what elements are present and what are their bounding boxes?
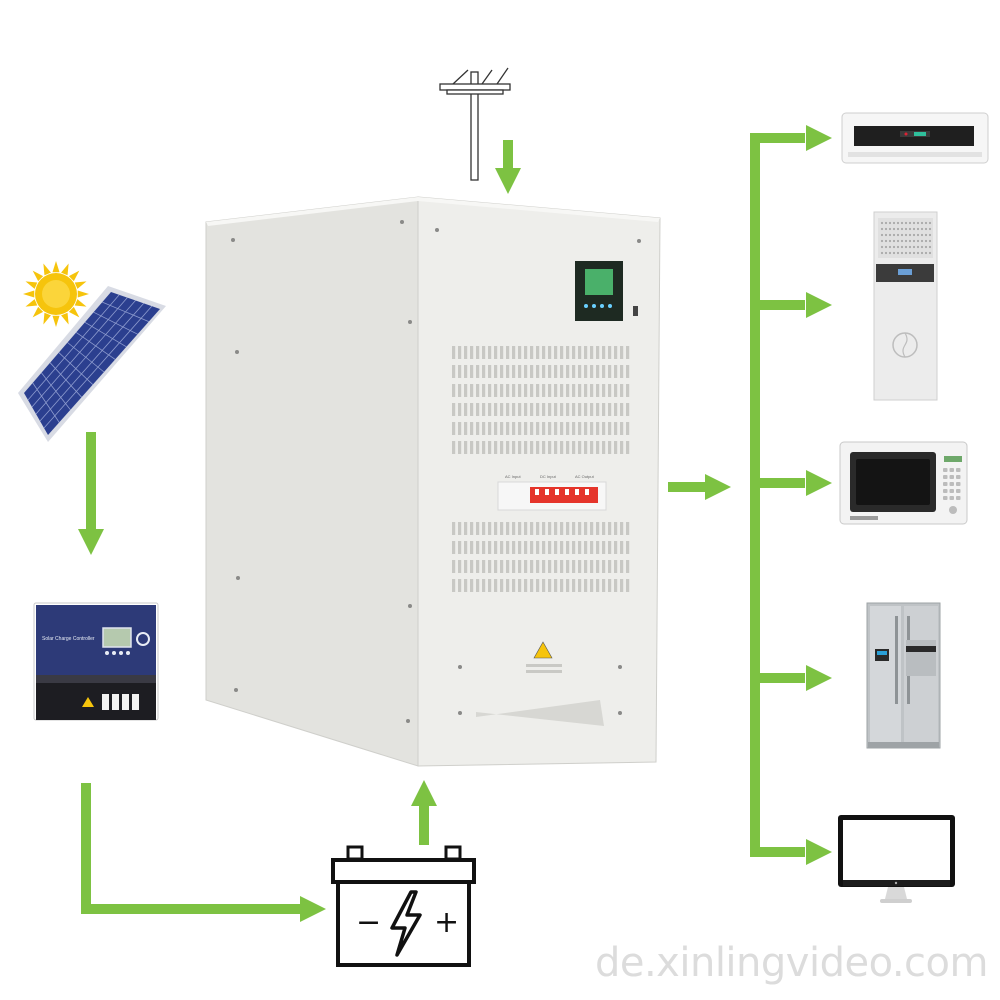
arrow-controller-to-battery xyxy=(81,783,300,914)
solar-panel-icon xyxy=(18,286,166,442)
sun-icon xyxy=(23,261,89,327)
breaker-label-dc-input: DC Input xyxy=(540,474,557,479)
battery-minus-sign: − xyxy=(356,905,381,940)
arrow-head-load-1 xyxy=(806,292,832,318)
floor-ac-icon xyxy=(873,211,938,401)
breaker-label-ac-input: AC Input xyxy=(505,474,521,479)
charge-controller-icon: Solar Charge Controller xyxy=(33,602,159,721)
arrow-head-battery-to-inverter xyxy=(411,780,437,806)
breaker-label-ac-output: AC Output xyxy=(575,474,595,479)
load-bus-line xyxy=(750,133,805,857)
battery-icon xyxy=(331,845,476,967)
arrow-head-load-2 xyxy=(806,470,832,496)
air-conditioner-icon xyxy=(841,112,989,164)
watermark-text: de.xinlingvideo.com xyxy=(594,940,989,986)
battery-plus-sign: + xyxy=(434,905,459,940)
arrow-head-grid-to-inverter xyxy=(495,168,521,194)
flow-arrows xyxy=(78,125,832,922)
inverter-icon: AC Input DC Input AC Output xyxy=(205,196,661,767)
microwave-icon xyxy=(839,441,968,525)
arrow-head-load-4 xyxy=(806,839,832,865)
arrow-head-load-0 xyxy=(806,125,832,151)
arrow-head-panel-to-controller xyxy=(78,529,104,555)
monitor-icon xyxy=(838,815,955,903)
utility-pole-icon xyxy=(439,67,511,181)
arrow-head-inverter-to-loads xyxy=(705,474,731,500)
arrow-head-load-3 xyxy=(806,665,832,691)
arrow-head-controller-to-battery xyxy=(300,896,326,922)
controller-label: Solar Charge Controller xyxy=(42,636,95,642)
refrigerator-icon xyxy=(866,602,941,749)
